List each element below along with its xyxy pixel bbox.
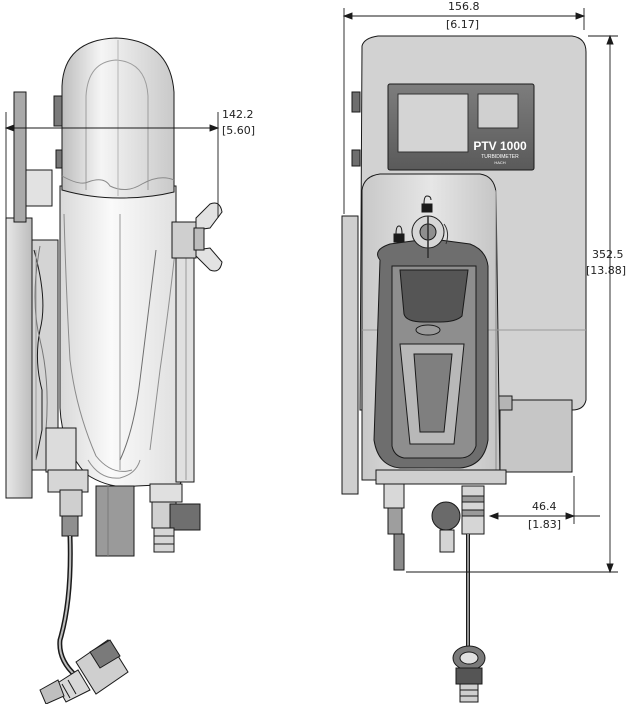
outlet-offset-dimension	[488, 476, 600, 524]
side-view	[5, 37, 223, 704]
side-depth-mm: 142.2	[222, 108, 254, 121]
display-screen	[397, 93, 469, 153]
product-subtitle: TURBIDIMETER	[481, 154, 519, 160]
overall-height-mm: 352.5	[592, 248, 624, 261]
unlock-icon	[421, 195, 433, 213]
front-quick-connect-icon	[452, 645, 486, 703]
front-mounting-plate	[341, 215, 359, 495]
display-keypad-window	[477, 93, 519, 129]
product-brand: HACH	[494, 160, 505, 165]
side-mounting-plate	[5, 217, 33, 499]
front-width-mm: 156.8	[448, 0, 480, 13]
side-drain-pipe	[95, 485, 135, 557]
front-width-dimension	[342, 8, 586, 214]
side-mounting-bracket	[13, 91, 27, 223]
front-view	[341, 35, 587, 703]
lock-icon	[393, 225, 405, 243]
side-depth-dimension	[4, 112, 220, 220]
overall-height-inch: [13.88]	[586, 264, 627, 277]
quick-connect-fitting-icon	[39, 639, 129, 704]
side-main-body	[59, 185, 189, 488]
product-model: PTV 1000	[473, 139, 527, 153]
overall-height-dimension	[406, 34, 618, 574]
side-depth-inch: [5.60]	[222, 124, 256, 137]
wing-nut-icon	[171, 202, 223, 272]
outlet-offset-inch: [1.83]	[528, 518, 562, 531]
outlet-offset-mm: 46.4	[532, 500, 557, 513]
front-width-inch: [6.17]	[446, 18, 480, 31]
